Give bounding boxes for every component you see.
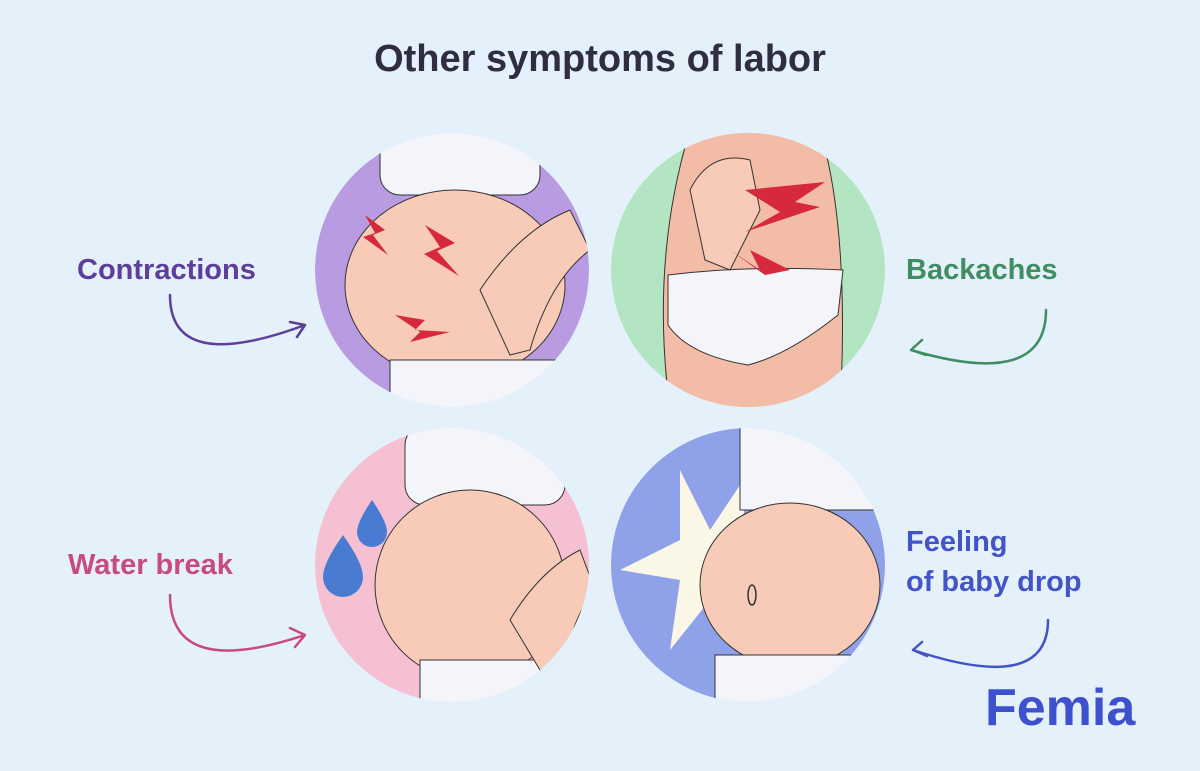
- pain-bolt-icon: [745, 182, 825, 232]
- label-baby-drop-line1: Feeling: [906, 526, 1008, 558]
- label-backaches: Backaches: [906, 254, 1058, 286]
- contractions-illustration: [315, 133, 589, 407]
- arrow-contractions-icon: [168, 293, 307, 346]
- arrow-water-break-icon: [168, 593, 307, 652]
- label-contractions: Contractions: [77, 254, 256, 286]
- label-baby-drop: Feeling of baby drop: [906, 522, 1082, 602]
- water-break-illustration: [315, 428, 589, 702]
- pain-bolt-icon: [395, 315, 450, 342]
- label-water-break: Water break: [68, 549, 233, 581]
- backaches-illustration: [611, 133, 885, 407]
- page-title: Other symptoms of labor: [374, 38, 826, 80]
- pain-bolt-icon: [363, 215, 388, 255]
- pain-bolt-icon: [730, 250, 790, 275]
- brand-logo: Femia: [985, 679, 1136, 737]
- water-drop-icon: [357, 500, 387, 547]
- water-drop-icon: [323, 535, 363, 597]
- pain-bolt-icon: [424, 225, 459, 276]
- baby-drop-illustration: [611, 428, 885, 702]
- label-baby-drop-line2: of baby drop: [906, 566, 1082, 598]
- arrow-backaches-icon: [909, 308, 1048, 365]
- arrow-baby-drop-icon: [911, 618, 1050, 669]
